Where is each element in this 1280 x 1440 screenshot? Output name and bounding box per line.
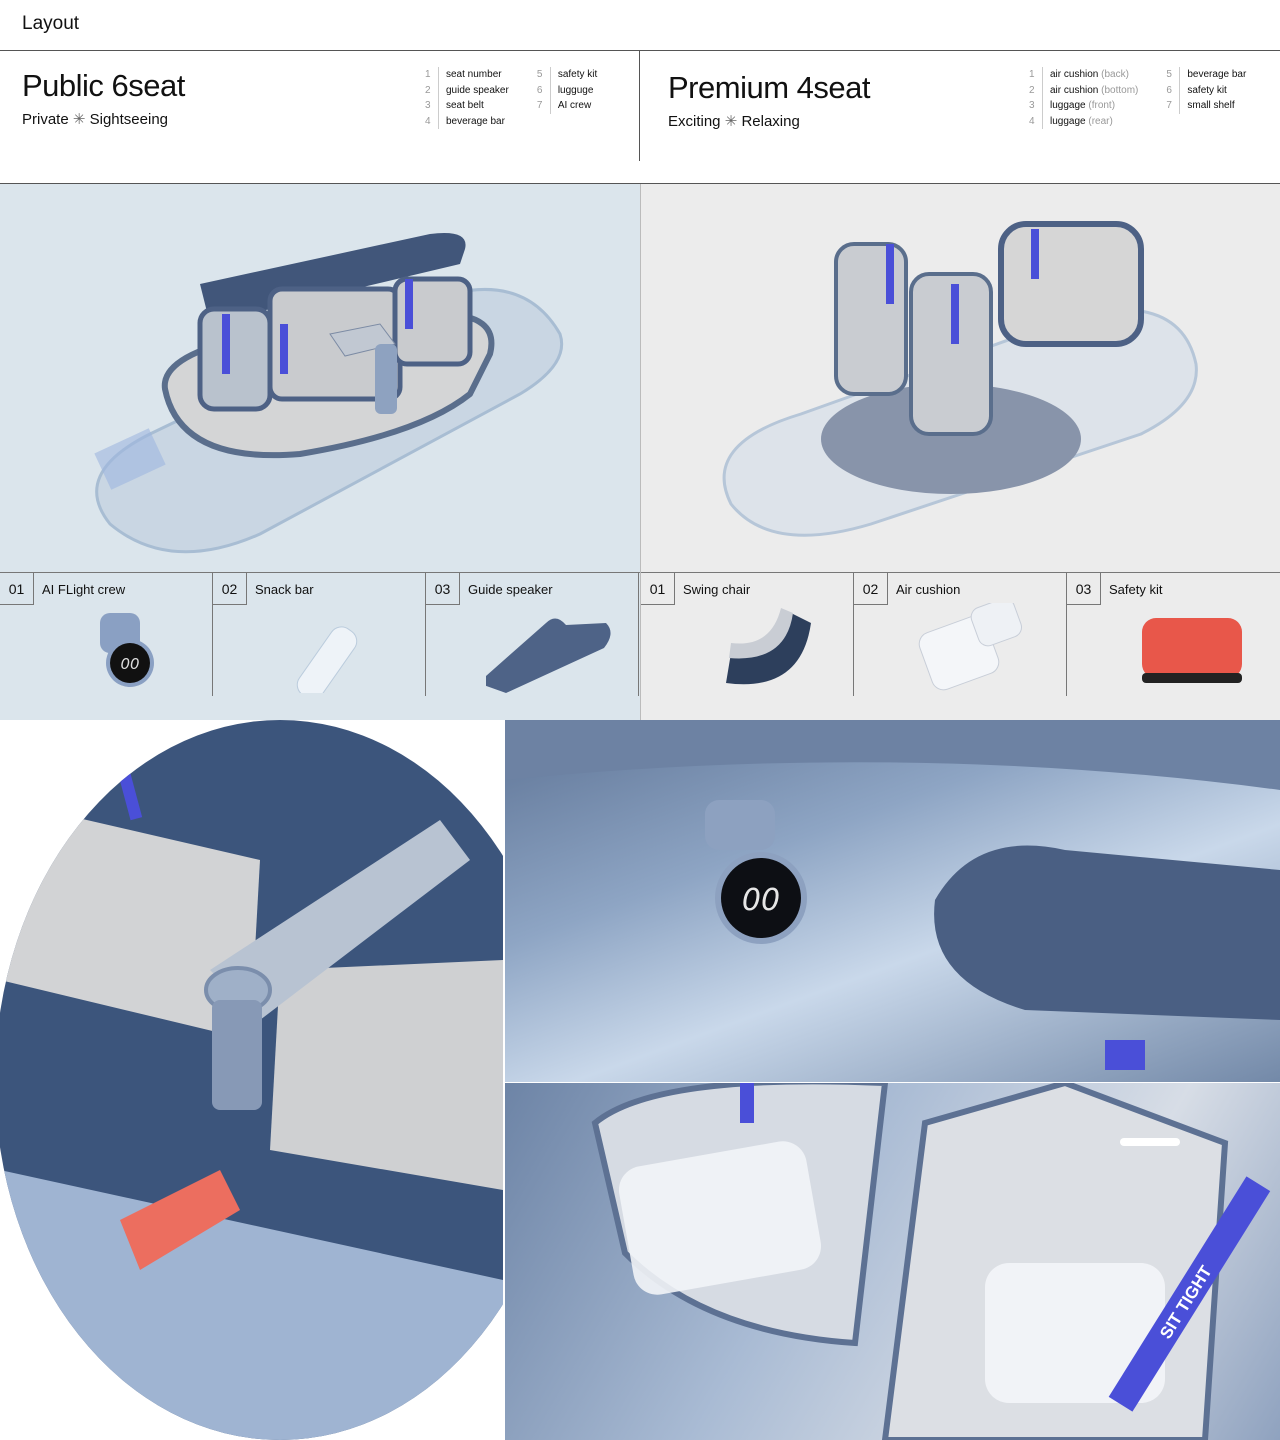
air-cushion-seat-closeup: SIT TIGHT (505, 1083, 1280, 1440)
feature-number: 03 (426, 573, 460, 605)
premium-title: Premium 4seat (668, 70, 870, 105)
ai-crew-closeup: 00 (505, 720, 1280, 1082)
feature-card: 02 Air cushion (854, 573, 1067, 696)
feature-label: Snack bar (255, 582, 314, 597)
feature-label: Swing chair (683, 582, 751, 597)
public-subtitle: Private ✳ Sightseeing (22, 111, 169, 128)
air-cushion-icon (918, 603, 1023, 691)
water-bottle-icon (296, 626, 358, 693)
guide-speaker-icon (486, 618, 611, 693)
ai-crew-device-icon: 00 (100, 613, 154, 687)
public-title-block: Public 6seat Private ✳ Sightseeing (22, 68, 185, 128)
premium-subtitle: Exciting ✳ Relaxing (668, 113, 800, 130)
feature-number: 01 (641, 573, 675, 605)
feature-card: 02 Snack bar (213, 573, 426, 696)
premium-4seat-render (722, 221, 1198, 537)
feature-card: 03 Safety kit (1067, 573, 1280, 696)
feature-number: 02 (854, 573, 888, 605)
premium-title-block: Premium 4seat Exciting ✳ Relaxing (668, 70, 870, 130)
safety-kit-icon (1142, 618, 1242, 683)
feature-label: AI FLight crew (42, 582, 126, 597)
feature-card: 03 Guide speaker (426, 573, 639, 696)
header-title: Layout (22, 13, 80, 34)
public-feature-strip: 01 AI FLight crew 00 02 Snack bar 03 Gui… (0, 572, 640, 720)
divider (0, 183, 1280, 184)
feature-number: 03 (1067, 573, 1101, 605)
header: Layout (0, 0, 1280, 51)
divider (639, 51, 640, 161)
crew-display: 00 (742, 883, 780, 918)
premium-4seat-panel: 01 Swing chair 02 Air cushion 03 Safety … (640, 184, 1280, 720)
public-6seat-panel: 01 AI FLight crew 00 02 Snack bar 03 Gui… (0, 184, 640, 720)
feature-number: 02 (213, 573, 247, 605)
feature-number: 01 (0, 573, 34, 605)
public-title: Public 6seat (22, 68, 185, 103)
feature-card: 01 AI FLight crew 00 (0, 573, 213, 696)
feature-label: Air cushion (896, 582, 961, 597)
public-6seat-render (94, 233, 564, 554)
feature-card: 01 Swing chair (641, 573, 854, 696)
feature-label: Safety kit (1109, 582, 1163, 597)
air-cushion-seat-closeup-render: SIT TIGHT (591, 1083, 1271, 1440)
premium-feature-strip: 01 Swing chair 02 Air cushion 03 Safety … (641, 572, 1280, 720)
ai-crew-closeup-render: 00 (505, 720, 1280, 1070)
beverage-bar-closeup (0, 720, 503, 1440)
swing-chair-icon (726, 608, 811, 685)
beverage-bar-closeup-render (0, 720, 503, 1440)
feature-label: Guide speaker (468, 582, 553, 597)
svg-text:00: 00 (120, 655, 139, 673)
